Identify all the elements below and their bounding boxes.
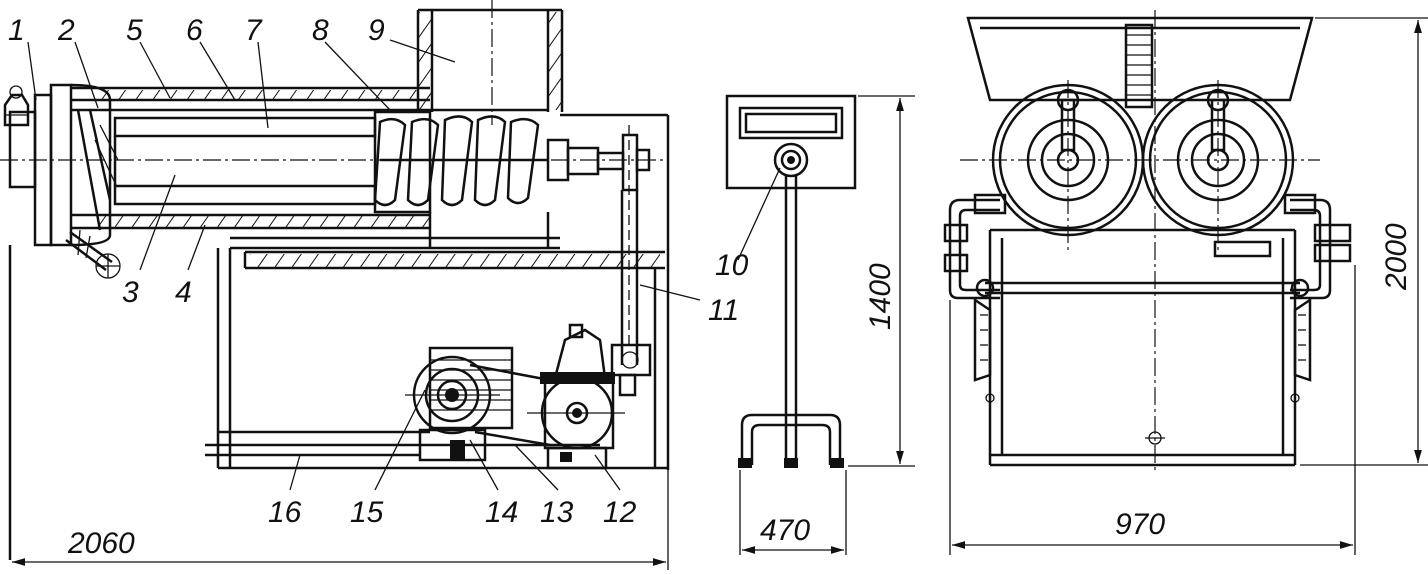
- screw-press-head: [3, 83, 121, 279]
- callout-3: 3: [122, 276, 139, 309]
- callout-6: 6: [186, 14, 203, 47]
- dimension-front-width: 970: [1115, 508, 1165, 541]
- callout-labels: 1 2 3 4 5 6 7 8 9 10 11 12 13 14 15 16: [8, 14, 749, 529]
- base-frame: [205, 248, 668, 470]
- dimension-panel-height: 1400: [864, 263, 897, 330]
- callout-12: 12: [603, 496, 637, 529]
- front-view: [943, 10, 1428, 555]
- piping: [943, 193, 1352, 300]
- hopper: [416, 0, 564, 248]
- drive-coupling: [546, 125, 651, 365]
- callout-13: 13: [540, 496, 574, 529]
- callout-10: 10: [715, 249, 749, 282]
- callout-11: 11: [708, 294, 739, 327]
- callout-16: 16: [268, 496, 302, 529]
- side-view: [0, 0, 781, 570]
- barrel: [71, 86, 560, 250]
- dimension-side-length: 2060: [67, 527, 135, 560]
- callout-7: 7: [245, 14, 263, 47]
- dimension-front-height: 2000: [1380, 223, 1413, 291]
- dimension-panel-width: 470: [760, 514, 810, 547]
- panel-view: [725, 94, 915, 555]
- callout-14: 14: [485, 496, 518, 529]
- screw-flights: [373, 115, 548, 207]
- callout-15: 15: [350, 496, 384, 529]
- callout-1: 1: [8, 14, 25, 47]
- callout-2: 2: [57, 14, 75, 47]
- callout-leaders: [27, 39, 781, 491]
- callout-9: 9: [368, 14, 385, 47]
- callout-5: 5: [126, 14, 143, 47]
- callout-4: 4: [175, 276, 192, 309]
- front-frame: [973, 228, 1312, 467]
- callout-8: 8: [312, 14, 329, 47]
- motor-and-reducer: [405, 323, 652, 470]
- center-chain: [1124, 23, 1154, 109]
- dimension-labels: 2060 1400 470 970 2000: [67, 223, 1413, 560]
